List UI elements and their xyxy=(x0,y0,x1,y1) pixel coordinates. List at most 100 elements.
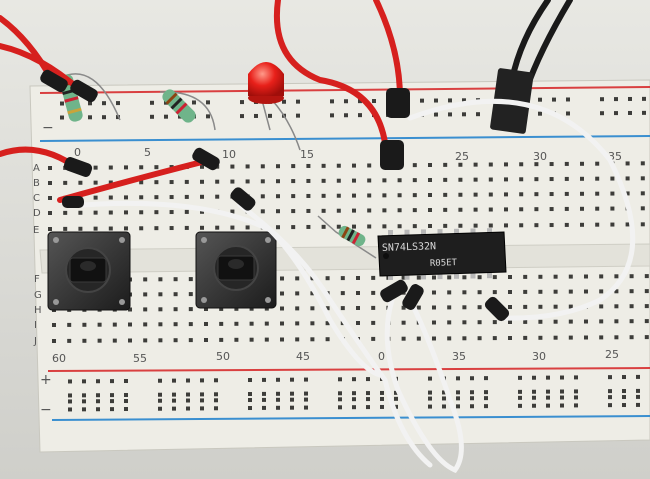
breadboard-hole xyxy=(93,180,98,185)
breadboard-hole xyxy=(280,276,284,281)
breadboard-hole xyxy=(484,404,488,409)
breadboard-hole xyxy=(394,396,398,401)
breadboard-hole xyxy=(215,179,220,184)
breadboard-hole xyxy=(112,338,117,343)
breadboard-hole xyxy=(262,391,266,396)
breadboard-hole xyxy=(614,335,619,340)
breadboard-hole xyxy=(470,376,474,381)
breadboard-hole xyxy=(260,179,265,184)
breadboard-hole xyxy=(629,319,634,324)
breadboard-hole xyxy=(608,395,612,400)
breadboard-hole xyxy=(200,179,204,184)
breadboard-hole xyxy=(128,307,132,312)
breadboard-hole xyxy=(508,305,512,309)
breadboard-hole xyxy=(200,209,204,214)
breadboard-hole xyxy=(82,407,86,412)
breadboard-hole xyxy=(640,206,645,211)
breadboard-hole xyxy=(553,274,558,279)
breadboard-hole xyxy=(158,292,163,297)
breadboard-hole xyxy=(68,393,72,398)
breadboard-hole xyxy=(488,192,493,197)
breadboard-hole xyxy=(636,388,640,393)
breadboard-hole xyxy=(112,322,117,327)
breadboard-hole xyxy=(48,166,52,170)
breadboard-hole xyxy=(173,322,178,327)
breadboard-hole xyxy=(124,407,128,412)
breadboard-hole xyxy=(367,193,372,198)
breadboard-hole xyxy=(143,322,148,327)
breadboard-hole xyxy=(234,337,239,342)
breadboard-hole xyxy=(432,275,436,280)
chip-pin xyxy=(437,271,443,280)
breadboard-hole xyxy=(412,208,417,213)
breadboard-hole xyxy=(599,335,604,340)
breadboard-hole xyxy=(580,191,584,196)
breadboard-hole xyxy=(336,208,341,213)
breadboard-hole xyxy=(614,111,618,116)
breadboard-hole xyxy=(448,112,452,117)
breadboard-hole xyxy=(629,289,634,294)
breadboard-hole xyxy=(78,180,83,185)
breadboard-hole xyxy=(249,321,254,326)
breadboard-hole xyxy=(462,320,467,325)
breadboard-hole xyxy=(401,275,406,280)
breadboard-hole xyxy=(428,376,432,381)
breadboard-hole xyxy=(640,161,645,166)
breadboard-hole xyxy=(82,399,86,404)
breadboard-hole xyxy=(295,276,300,281)
breadboard-hole xyxy=(382,178,387,183)
breadboard-hole xyxy=(262,377,266,382)
breadboard-hole xyxy=(154,210,159,215)
breadboard-hole xyxy=(143,292,148,297)
breadboard-hole xyxy=(325,321,330,326)
breadboard-hole xyxy=(158,322,163,327)
breadboard-hole xyxy=(67,338,72,343)
row-letter: H xyxy=(34,305,42,316)
breadboard-hole xyxy=(264,306,269,311)
breadboard-hole xyxy=(240,114,244,119)
breadboard-hole xyxy=(636,394,640,399)
breadboard-hole xyxy=(371,336,376,341)
col-num-bottom: 35 xyxy=(452,350,466,363)
breadboard-hole xyxy=(428,404,432,409)
breadboard-hole xyxy=(629,274,634,279)
breadboard-hole xyxy=(508,320,512,324)
chip-pin xyxy=(454,228,459,237)
chip-pin xyxy=(421,229,426,238)
chip-marking-line2: R05ET xyxy=(430,258,458,269)
breadboard-hole xyxy=(188,292,193,297)
breadboard-hole xyxy=(248,398,252,403)
breadboard-hole xyxy=(291,179,296,184)
col-num-bottom: 45 xyxy=(296,350,310,363)
breadboard-hole xyxy=(48,181,52,185)
breadboard-hole xyxy=(188,277,193,282)
breadboard-hole xyxy=(128,322,132,327)
breadboard-hole xyxy=(456,396,460,401)
breadboard-hole xyxy=(477,336,482,341)
breadboard-hole xyxy=(230,225,235,230)
breadboard-hole xyxy=(492,290,497,295)
breadboard-hole xyxy=(52,323,56,327)
breadboard-hole xyxy=(600,97,604,102)
breadboard-hole xyxy=(401,320,406,325)
bottom-plus-symbol: + xyxy=(40,372,52,388)
breadboard-hole xyxy=(470,390,474,395)
breadboard-hole xyxy=(508,275,512,279)
breadboard-hole xyxy=(276,164,280,169)
breadboard-hole xyxy=(291,209,296,214)
breadboard-hole xyxy=(568,289,573,294)
breadboard-hole xyxy=(382,208,387,213)
breadboard-hole xyxy=(186,378,190,383)
breadboard-hole xyxy=(340,306,345,311)
breadboard-hole xyxy=(295,337,300,342)
breadboard-hole xyxy=(158,378,162,383)
breadboard-hole xyxy=(504,177,508,182)
col-num-bottom: 60 xyxy=(52,352,66,365)
breadboard-hole xyxy=(172,378,176,383)
breadboard-hole xyxy=(154,165,159,170)
breadboard-hole xyxy=(262,405,266,410)
breadboard-hole xyxy=(434,98,438,103)
breadboard-hole xyxy=(477,320,482,325)
breadboard-hole xyxy=(215,225,220,230)
